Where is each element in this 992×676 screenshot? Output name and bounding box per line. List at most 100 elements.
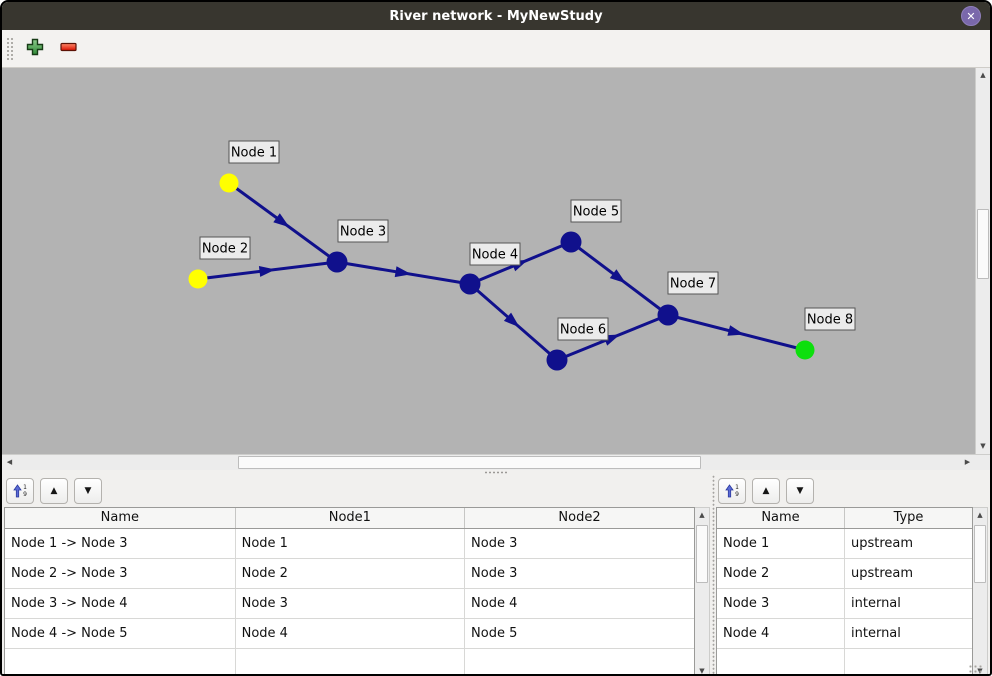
up-triangle-icon: ▲ (762, 485, 770, 496)
node-circle-node-1[interactable] (219, 173, 239, 193)
table-cell[interactable]: Node 3 -> Node 4 (5, 588, 236, 619)
scroll-up-icon[interactable]: ▲ (976, 68, 990, 83)
add-node-button[interactable] (22, 36, 48, 62)
node-circle-node-8[interactable] (795, 340, 815, 360)
canvas-vertical-scrollbar[interactable]: ▲ ▼ (975, 68, 990, 454)
minus-icon (60, 41, 78, 56)
node-circle-node-5[interactable] (560, 231, 582, 253)
down-triangle-icon: ▼ (84, 485, 92, 496)
titlebar[interactable]: River network - MyNewStudy ✕ (2, 2, 990, 30)
move-row-up-button[interactable]: ▲ (752, 478, 780, 504)
edges-table-scrollbar[interactable]: ▲ ▼ (695, 507, 710, 674)
table-cell[interactable]: upstream (844, 528, 972, 559)
column-header[interactable]: Name (717, 508, 845, 529)
table-cell[interactable]: Node 1 (235, 528, 466, 559)
scroll-down-icon[interactable]: ▼ (976, 439, 990, 454)
table-cell[interactable]: Node 4 -> Node 5 (5, 618, 236, 649)
table-cell[interactable]: Node 2 -> Node 3 (5, 558, 236, 589)
svg-text:Node 4: Node 4 (472, 248, 518, 263)
nodes-scroll-thumb[interactable] (974, 525, 986, 583)
edge-arrow-icon (503, 312, 520, 328)
column-header[interactable]: Node2 (464, 508, 694, 529)
column-header[interactable]: Type (844, 508, 972, 529)
table-cell[interactable]: upstream (844, 558, 972, 589)
node-circle-node-3[interactable] (326, 251, 348, 273)
canvas-hscroll-thumb[interactable] (238, 456, 701, 469)
table-cell[interactable]: Node 4 (235, 618, 466, 649)
table-cell[interactable]: Node 1 (717, 528, 845, 559)
sort-rows-button[interactable]: 1 9 (718, 478, 746, 504)
edges-scroll-thumb[interactable] (696, 525, 708, 583)
canvas-horizontal-scrollbar[interactable]: ◀ ▶ (2, 454, 990, 470)
table-cell[interactable]: Node 1 -> Node 3 (5, 528, 236, 559)
table-cell[interactable]: Node 3 (717, 588, 845, 619)
node-circle-node-7[interactable] (657, 304, 679, 326)
svg-text:Node 8: Node 8 (807, 313, 853, 328)
window-resize-grip[interactable] (968, 663, 984, 674)
column-header[interactable]: Node1 (235, 508, 466, 529)
remove-node-button[interactable] (56, 36, 82, 62)
scroll-up-icon[interactable]: ▲ (695, 508, 709, 523)
table-cell[interactable]: Node 5 (464, 618, 694, 649)
column-header[interactable]: Name (5, 508, 236, 529)
table-cell[interactable]: Node 3 (464, 558, 694, 589)
table-cell[interactable]: Node 2 (235, 558, 466, 589)
scroll-up-icon[interactable]: ▲ (973, 508, 987, 523)
table-cell[interactable]: Node 4 (464, 588, 694, 619)
scroll-left-icon[interactable]: ◀ (2, 455, 17, 470)
canvas-hscroll-track[interactable] (17, 455, 960, 470)
scroll-right-icon[interactable]: ▶ (960, 455, 975, 470)
node-label: Node 8 (804, 307, 856, 331)
node-label: Node 4 (469, 242, 521, 266)
node-circle-node-6[interactable] (546, 349, 568, 371)
tables-splitter[interactable] (710, 474, 716, 674)
table-cell[interactable]: internal (844, 588, 972, 619)
canvas-vscroll-thumb[interactable] (977, 209, 989, 279)
node-label: Node 6 (557, 317, 609, 341)
down-triangle-icon: ▼ (796, 485, 804, 496)
edge-arrow-icon (258, 266, 276, 277)
canvas-vscroll-track[interactable] (976, 83, 990, 439)
scroll-down-icon[interactable]: ▼ (695, 663, 709, 674)
nodes-table-scrollbar[interactable]: ▲ ▼ (973, 507, 988, 674)
table-cell[interactable]: Node 3 (235, 588, 466, 619)
edges-scroll-track[interactable] (695, 523, 709, 664)
sort-ascending-icon: 1 9 (13, 484, 27, 498)
table-cell[interactable]: internal (844, 618, 972, 649)
table-cell[interactable]: Node 2 (717, 558, 845, 589)
move-row-down-button[interactable]: ▼ (786, 478, 814, 504)
node-circle-node-2[interactable] (188, 269, 208, 289)
close-icon: ✕ (966, 9, 976, 23)
move-row-down-button[interactable]: ▼ (74, 478, 102, 504)
node-label: Node 5 (570, 199, 622, 223)
sort-rows-button[interactable]: 1 9 (6, 478, 34, 504)
table-cell[interactable]: Node 3 (464, 528, 694, 559)
svg-text:Node 3: Node 3 (340, 225, 386, 240)
window-title: River network - MyNewStudy (389, 8, 603, 24)
table-row-partial (717, 648, 972, 674)
node-circle-node-4[interactable] (459, 273, 481, 295)
toolbar-grip-handle[interactable] (6, 36, 14, 61)
close-button[interactable]: ✕ (961, 6, 981, 26)
move-row-up-button[interactable]: ▲ (40, 478, 68, 504)
nodes-scroll-track[interactable] (973, 523, 987, 664)
canvas-tables-splitter[interactable] (2, 470, 990, 474)
svg-text:Node 2: Node 2 (202, 242, 248, 257)
edge-arrow-icon (609, 269, 626, 284)
table-cell[interactable]: Node 4 (717, 618, 845, 649)
